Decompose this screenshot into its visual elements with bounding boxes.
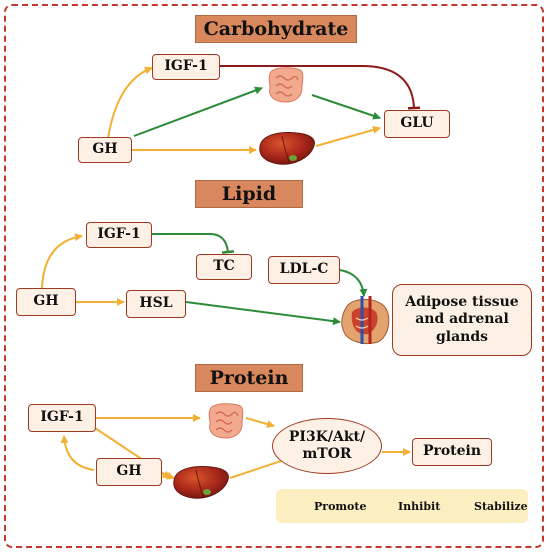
lipid-hsl-to-adipose-arrow	[185, 301, 341, 326]
lipid-gh-to-igf1-arrow	[41, 233, 83, 289]
carbohydrate-header: Carbohydrate	[195, 15, 357, 43]
lipid-tc-node: TC	[196, 254, 252, 280]
carb-liver-to-glu-arrow	[315, 126, 381, 147]
carb-igf1-node: IGF-1	[152, 54, 220, 80]
liver-icon	[259, 132, 316, 165]
lipid-hsl-node: HSL	[126, 290, 186, 318]
carb-intestine-to-glu-arrow	[311, 94, 381, 120]
intestine-icon	[208, 403, 244, 439]
legend-promote-label: Promote	[314, 500, 367, 513]
lipid-header: Lipid	[195, 180, 303, 208]
lipid-ldlc-node: LDL-C	[268, 256, 340, 284]
prot-intestine-to-pathway-arrow	[245, 417, 275, 428]
lipid-ldlc-to-adipose-arrow	[339, 269, 368, 297]
liver-icon	[173, 466, 230, 499]
adrenal-gland-icon	[341, 296, 390, 345]
lipid-adipose-node: Adipose tissue and adrenal glands	[392, 284, 532, 356]
prot-pathway-node: PI3K/Akt/ mTOR	[272, 418, 382, 474]
prot-gh-to-igf1-arrow	[60, 435, 95, 471]
legend-inhibit-label: Inhibit	[398, 500, 441, 513]
carb-gh-to-intestine-arrow	[133, 86, 263, 137]
intestine-icon	[268, 67, 304, 103]
diagram-frame	[4, 4, 544, 548]
carb-igf1-to-glu-stabilize	[220, 65, 421, 110]
prot-protein-node: Protein	[412, 438, 492, 466]
lipid-igf1-to-tc-inhibit	[150, 233, 235, 254]
protein-header: Protein	[195, 364, 303, 392]
prot-igf1-node: IGF-1	[28, 404, 96, 432]
legend-stabilize-label: Stabilize	[474, 500, 528, 513]
carb-glu-node: GLU	[384, 110, 450, 138]
prot-gh-node: GH	[96, 458, 162, 486]
lipid-gh-node: GH	[16, 288, 76, 316]
carb-gh-to-igf1-arrow	[107, 66, 153, 139]
prot-gh-to-liver-arrow	[161, 471, 175, 480]
legend: Promote Inhibit Stabilize	[276, 489, 528, 523]
lipid-igf1-node: IGF-1	[86, 222, 152, 248]
carb-gh-node: GH	[78, 137, 132, 163]
